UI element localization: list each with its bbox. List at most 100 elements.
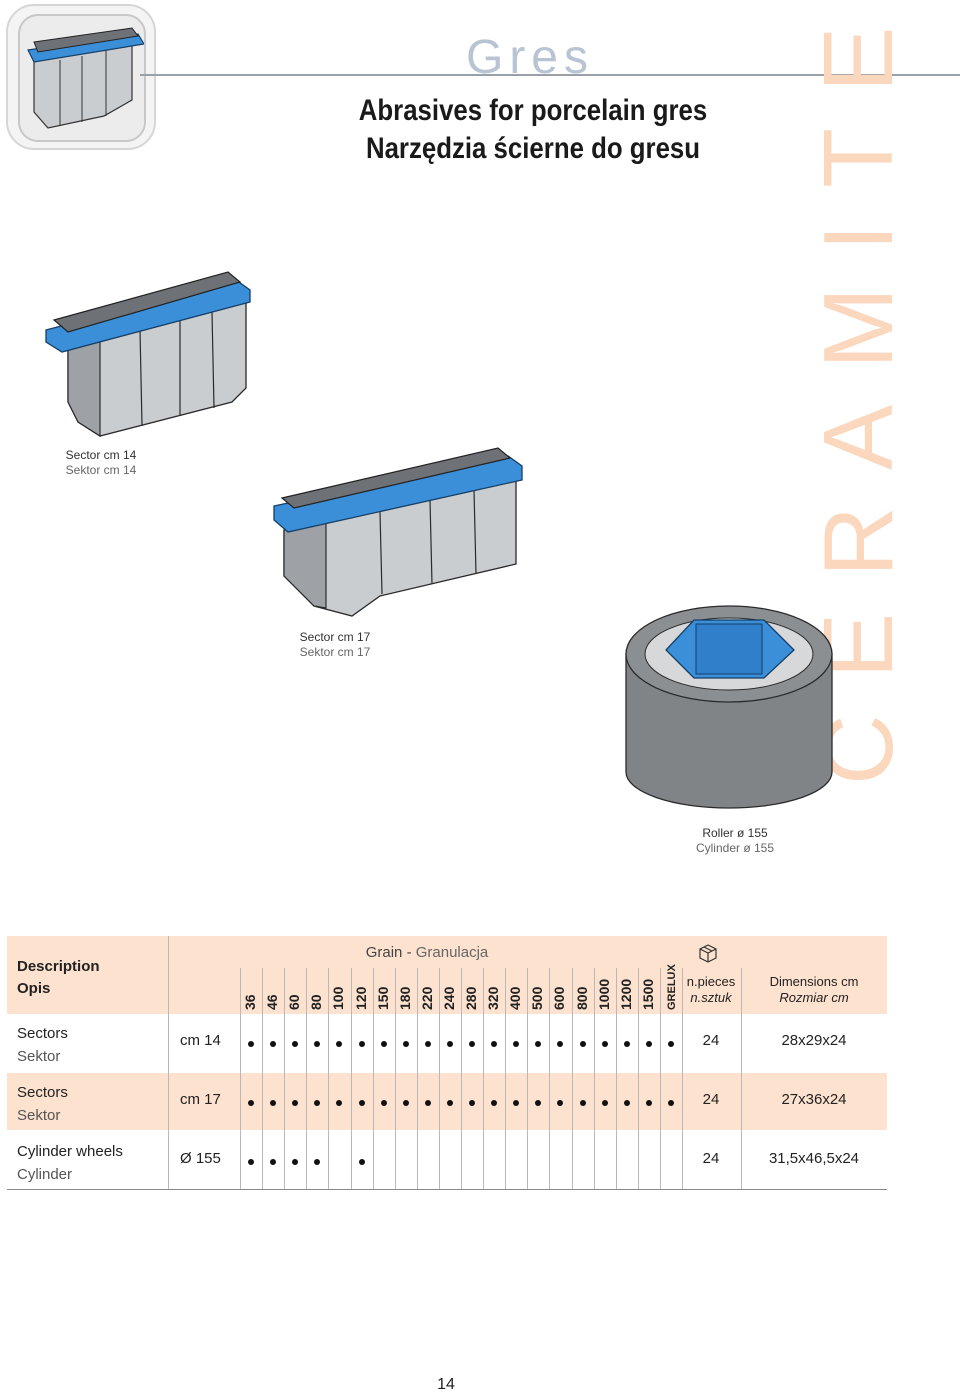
category-thumbnail [6, 4, 156, 150]
availability-dot [446, 1041, 453, 1047]
product-caption: Roller ø 155 Cylinder ø 155 [690, 826, 780, 856]
grain-column-header: 800 [572, 968, 594, 1010]
grain-label: 500 [529, 986, 546, 1010]
row-name-pl: Cylinder [17, 1166, 73, 1183]
page-title-english: Abrasives for porcelain gres [358, 94, 708, 127]
availability-dot [358, 1159, 365, 1165]
grain-label: 240 [440, 986, 457, 1010]
grain-column-header: 100 [328, 968, 350, 1010]
availability-dot [645, 1041, 652, 1047]
availability-dot [380, 1100, 387, 1106]
caption-en: Sector cm 14 [65, 448, 137, 462]
grain-column-header: 46 [262, 968, 284, 1010]
availability-dot [292, 1159, 299, 1165]
availability-dot [248, 1041, 254, 1047]
availability-dot [402, 1041, 409, 1047]
grain-label: GRELUX [665, 964, 678, 1010]
availability-dot [667, 1100, 674, 1106]
product-caption: Sector cm 17 Sektor cm 17 [290, 630, 380, 660]
availability-dot [358, 1041, 365, 1047]
caption-en: Sector cm 17 [299, 630, 371, 644]
grain-label: 80 [308, 994, 325, 1010]
row-size: cm 14 [180, 1032, 221, 1049]
availability-dot [314, 1159, 321, 1165]
column-divider [659, 968, 661, 1190]
availability-dot [270, 1041, 277, 1047]
availability-dot [424, 1041, 431, 1047]
column-divider [593, 968, 595, 1190]
column-divider [483, 968, 485, 1190]
row-dimensions: 27x36x24 [781, 1091, 847, 1108]
grain-column-header: 320 [483, 968, 505, 1010]
grain-column-header: 80 [306, 968, 328, 1010]
grain-label: 1000 [595, 978, 612, 1010]
pieces-header: n.pieces n.sztuk [683, 974, 739, 1006]
grain-column-header: 36 [240, 968, 262, 1010]
table-bottom-rule [7, 1189, 887, 1190]
caption-pl: Cylinder ø 155 [695, 841, 775, 855]
row-pieces: 24 [702, 1150, 720, 1167]
row-name-pl: Sektor [17, 1048, 61, 1065]
row-dimensions: 28x29x24 [781, 1032, 847, 1049]
availability-dot [248, 1159, 254, 1165]
availability-dot [513, 1100, 520, 1106]
row-pieces: 24 [702, 1032, 720, 1049]
column-divider [416, 968, 418, 1190]
caption-pl: Sektor cm 14 [65, 463, 137, 477]
page-title-polish: Narzędzia ścierne do gresu [365, 132, 701, 165]
caption-en: Roller ø 155 [702, 826, 768, 840]
sector-17-image [273, 447, 523, 617]
row-name-pl: Sektor [17, 1107, 61, 1124]
grain-column-header: GRELUX [660, 964, 682, 1010]
column-divider [682, 968, 683, 1190]
grain-column-header: 240 [439, 968, 461, 1010]
section-title: Gres [465, 31, 594, 84]
description-header-en: Description [17, 958, 100, 975]
grain-column-header: 60 [284, 968, 306, 1010]
description-header: Description Opis [17, 956, 100, 1000]
grain-label: 180 [396, 986, 413, 1010]
availability-dot [469, 1041, 475, 1047]
page-number: 14 [437, 1376, 455, 1393]
grain-label: 120 [352, 986, 369, 1010]
row-size: Ø 155 [180, 1150, 221, 1167]
availability-dot [491, 1041, 498, 1047]
grain-header-en: Grain - [365, 944, 412, 961]
sector-thumbnail-image [18, 14, 146, 142]
availability-dot [557, 1041, 564, 1047]
description-header-pl: Opis [17, 980, 51, 997]
grain-label: 100 [330, 986, 347, 1010]
availability-dot [535, 1100, 542, 1106]
grain-label: 60 [286, 994, 303, 1010]
availability-dot [248, 1100, 254, 1106]
availability-dot [424, 1100, 431, 1106]
availability-dot [292, 1100, 299, 1106]
availability-dot [336, 1100, 343, 1106]
column-divider [168, 936, 169, 1190]
availability-dot [292, 1041, 299, 1047]
grain-label: 320 [485, 986, 502, 1010]
grain-label: 1500 [639, 978, 656, 1010]
grain-column-header: 150 [373, 968, 395, 1010]
column-divider [306, 968, 308, 1190]
availability-dot [535, 1041, 542, 1047]
pieces-header-pl: n.sztuk [690, 990, 732, 1005]
column-divider [615, 968, 617, 1190]
box-icon [699, 944, 717, 963]
row-size: cm 17 [180, 1091, 221, 1108]
column-divider [549, 968, 551, 1190]
availability-dot [446, 1100, 453, 1106]
grain-label: 150 [374, 986, 391, 1010]
availability-dot [270, 1100, 277, 1106]
grain-column-header: 600 [549, 968, 571, 1010]
column-divider [284, 968, 286, 1190]
availability-dot [645, 1100, 652, 1106]
availability-dot [380, 1041, 387, 1047]
column-divider [262, 968, 264, 1190]
column-divider [461, 968, 462, 1190]
